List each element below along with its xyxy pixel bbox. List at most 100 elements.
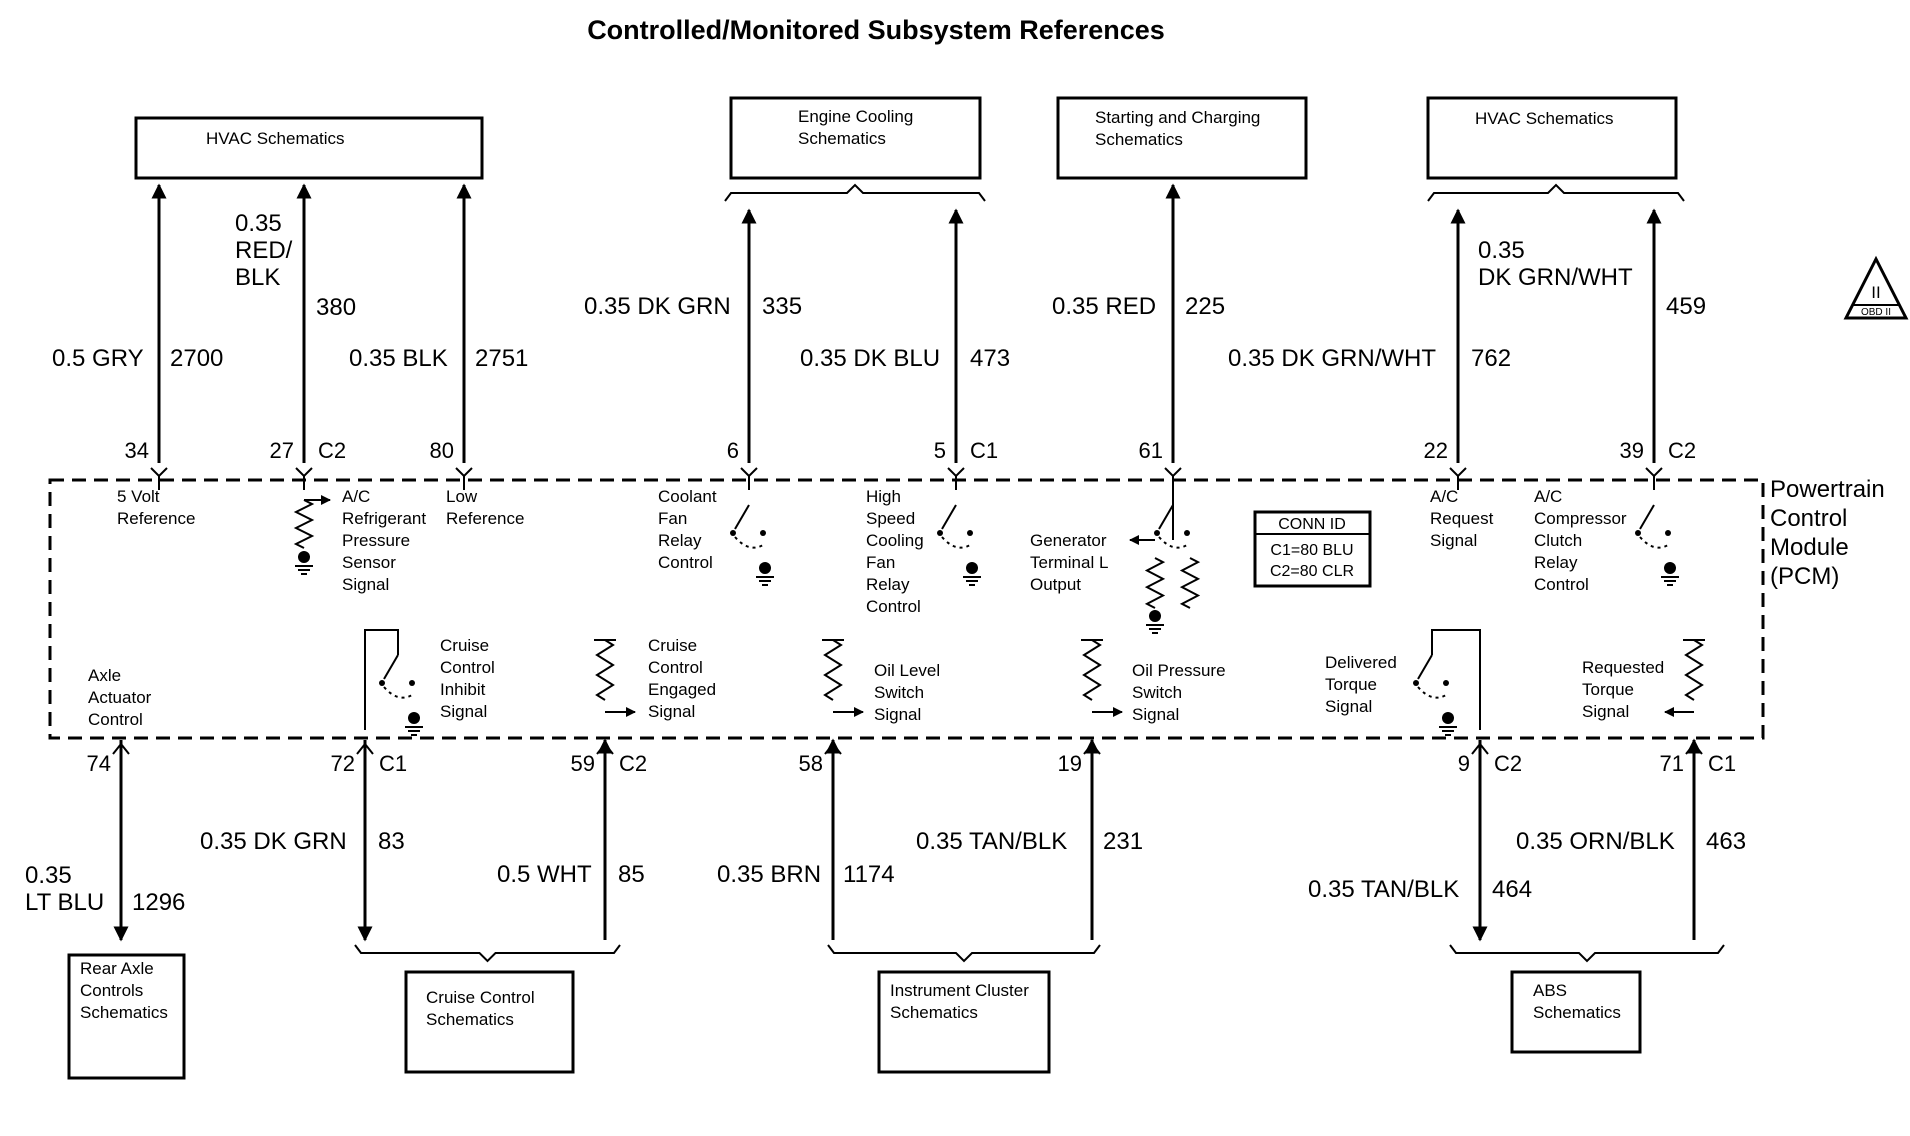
function-label: Compressor xyxy=(1534,509,1627,528)
pin-number: 19 xyxy=(1058,751,1082,776)
function-label: Signal xyxy=(440,702,487,721)
generator-switch-icon-pivot xyxy=(1154,530,1160,536)
schematic-box-label: Rear Axle xyxy=(80,959,154,978)
resistor-icon xyxy=(823,639,843,701)
obd-badge-top: II xyxy=(1871,283,1880,302)
schematic-box-label: HVAC Schematics xyxy=(206,129,345,148)
function-label: Low xyxy=(446,487,478,506)
diagram-title: Controlled/Monitored Subsystem Reference… xyxy=(587,15,1165,45)
function-label: Relay xyxy=(658,531,702,550)
connector-chevron xyxy=(740,467,758,478)
pcm-boundary xyxy=(48,478,1765,740)
pcm-label: Control xyxy=(1770,505,1847,532)
function-label: Sensor xyxy=(342,553,396,572)
switch-icon-contact xyxy=(409,680,415,686)
circuit-number: 1174 xyxy=(843,861,895,888)
schematic-box-label: HVAC Schematics xyxy=(1475,109,1614,128)
function-label: Control xyxy=(440,658,495,677)
relay-switch-icon-linkage xyxy=(1639,536,1669,549)
resistor-icon xyxy=(595,639,615,701)
circuit-number: 2751 xyxy=(475,345,528,372)
pcm-label: Module xyxy=(1770,534,1849,561)
ground-icon-dot xyxy=(1442,712,1454,724)
relay-switch-icon-contact xyxy=(967,530,973,536)
obd-triangle-icon xyxy=(1843,255,1909,320)
pin-number: 6 xyxy=(727,438,739,463)
schematic-box-label: Schematics xyxy=(798,129,886,148)
ground-icon-dot xyxy=(298,551,310,563)
connector-chevron xyxy=(356,742,374,755)
pin-number: 59 xyxy=(571,751,595,776)
connector-chevron xyxy=(150,467,168,478)
function-label: Engaged xyxy=(648,680,716,699)
pcm-label: (PCM) xyxy=(1770,563,1839,590)
function-label: Refrigerant xyxy=(342,509,426,528)
wire-color-label: LT BLU xyxy=(25,889,104,916)
connector-chevron xyxy=(1685,742,1703,755)
function-label: High xyxy=(866,487,901,506)
circuit-number: 225 xyxy=(1185,293,1225,320)
pin-number: 22 xyxy=(1424,438,1448,463)
function-label: Control xyxy=(658,553,713,572)
function-label: Requested xyxy=(1582,658,1664,677)
function-label: Control xyxy=(88,710,143,729)
function-label: Terminal L xyxy=(1030,553,1108,572)
function-label: Coolant xyxy=(658,487,717,506)
resistor-icon xyxy=(1684,639,1704,701)
wire-color-label: BLK xyxy=(235,264,280,291)
connector-id: C1 xyxy=(970,438,998,463)
conn-id-header: CONN ID xyxy=(1278,516,1346,533)
connector-id: C2 xyxy=(619,751,647,776)
resistor-icon xyxy=(1144,557,1166,609)
function-label: Control xyxy=(1534,575,1589,594)
wire-color-label: 0.35 DK BLU xyxy=(800,345,940,372)
ground-icon-dot xyxy=(1149,610,1161,622)
function-label: Clutch xyxy=(1534,531,1582,550)
wire-color-label: 0.35 RED xyxy=(1052,293,1156,320)
connector-chevron xyxy=(455,467,473,478)
connector-chevron xyxy=(947,467,965,478)
circuit-number: 463 xyxy=(1706,828,1746,855)
internal-line xyxy=(1431,629,1481,730)
circuit-number: 1296 xyxy=(132,889,185,916)
connector-chevron xyxy=(1471,742,1489,755)
wire-color-label: 0.5 GRY xyxy=(52,345,144,372)
schematic-box-label: ABS xyxy=(1533,981,1567,1000)
function-label: Actuator xyxy=(88,688,152,707)
function-label: Relay xyxy=(1534,553,1578,572)
pin-number: 72 xyxy=(331,751,355,776)
conn-id-line: C2=80 CLR xyxy=(1270,563,1354,580)
function-label: A/C xyxy=(1534,487,1562,506)
function-label: Delivered xyxy=(1325,653,1397,672)
schematic-box-hvac-left xyxy=(134,116,484,180)
wire-color-label: 0.35 DK GRN xyxy=(200,828,347,855)
circuit-number: 2700 xyxy=(170,345,223,372)
wire-color-label: 0.35 TAN/BLK xyxy=(916,828,1067,855)
switch-icon-linkage xyxy=(383,686,413,699)
pin-number: 58 xyxy=(799,751,823,776)
schematic-box-cruise-control xyxy=(404,970,575,1074)
schematic-box-engine-cooling xyxy=(729,96,982,180)
relay-switch-icon xyxy=(734,504,750,530)
switch-icon-linkage xyxy=(1417,686,1447,699)
function-label: Fan xyxy=(658,509,687,528)
relay-switch-icon-pivot xyxy=(1635,530,1641,536)
conn-id-line: C1=80 BLU xyxy=(1270,542,1353,559)
obd-badge-bottom: OBD II xyxy=(1861,307,1891,318)
connector-chevron xyxy=(295,467,313,478)
relay-switch-icon-pivot xyxy=(730,530,736,536)
function-label: 5 Volt xyxy=(117,487,160,506)
brace-abs xyxy=(1449,944,1725,963)
conn-id-box xyxy=(1253,510,1372,588)
pin-number: 5 xyxy=(934,438,946,463)
generator-switch-icon-contact xyxy=(1184,530,1190,536)
ground-icon-dot xyxy=(966,562,978,574)
circuit-number: 380 xyxy=(316,294,356,321)
connector-chevron xyxy=(1164,467,1182,478)
wire-color-label: 0.35 BRN xyxy=(717,861,821,888)
internal-line xyxy=(364,629,399,730)
circuit-number: 231 xyxy=(1103,828,1143,855)
schematic-box-label: Cruise Control xyxy=(426,988,535,1007)
switch-icon-pivot xyxy=(1413,680,1419,686)
brace-hvac-right xyxy=(1427,183,1685,202)
